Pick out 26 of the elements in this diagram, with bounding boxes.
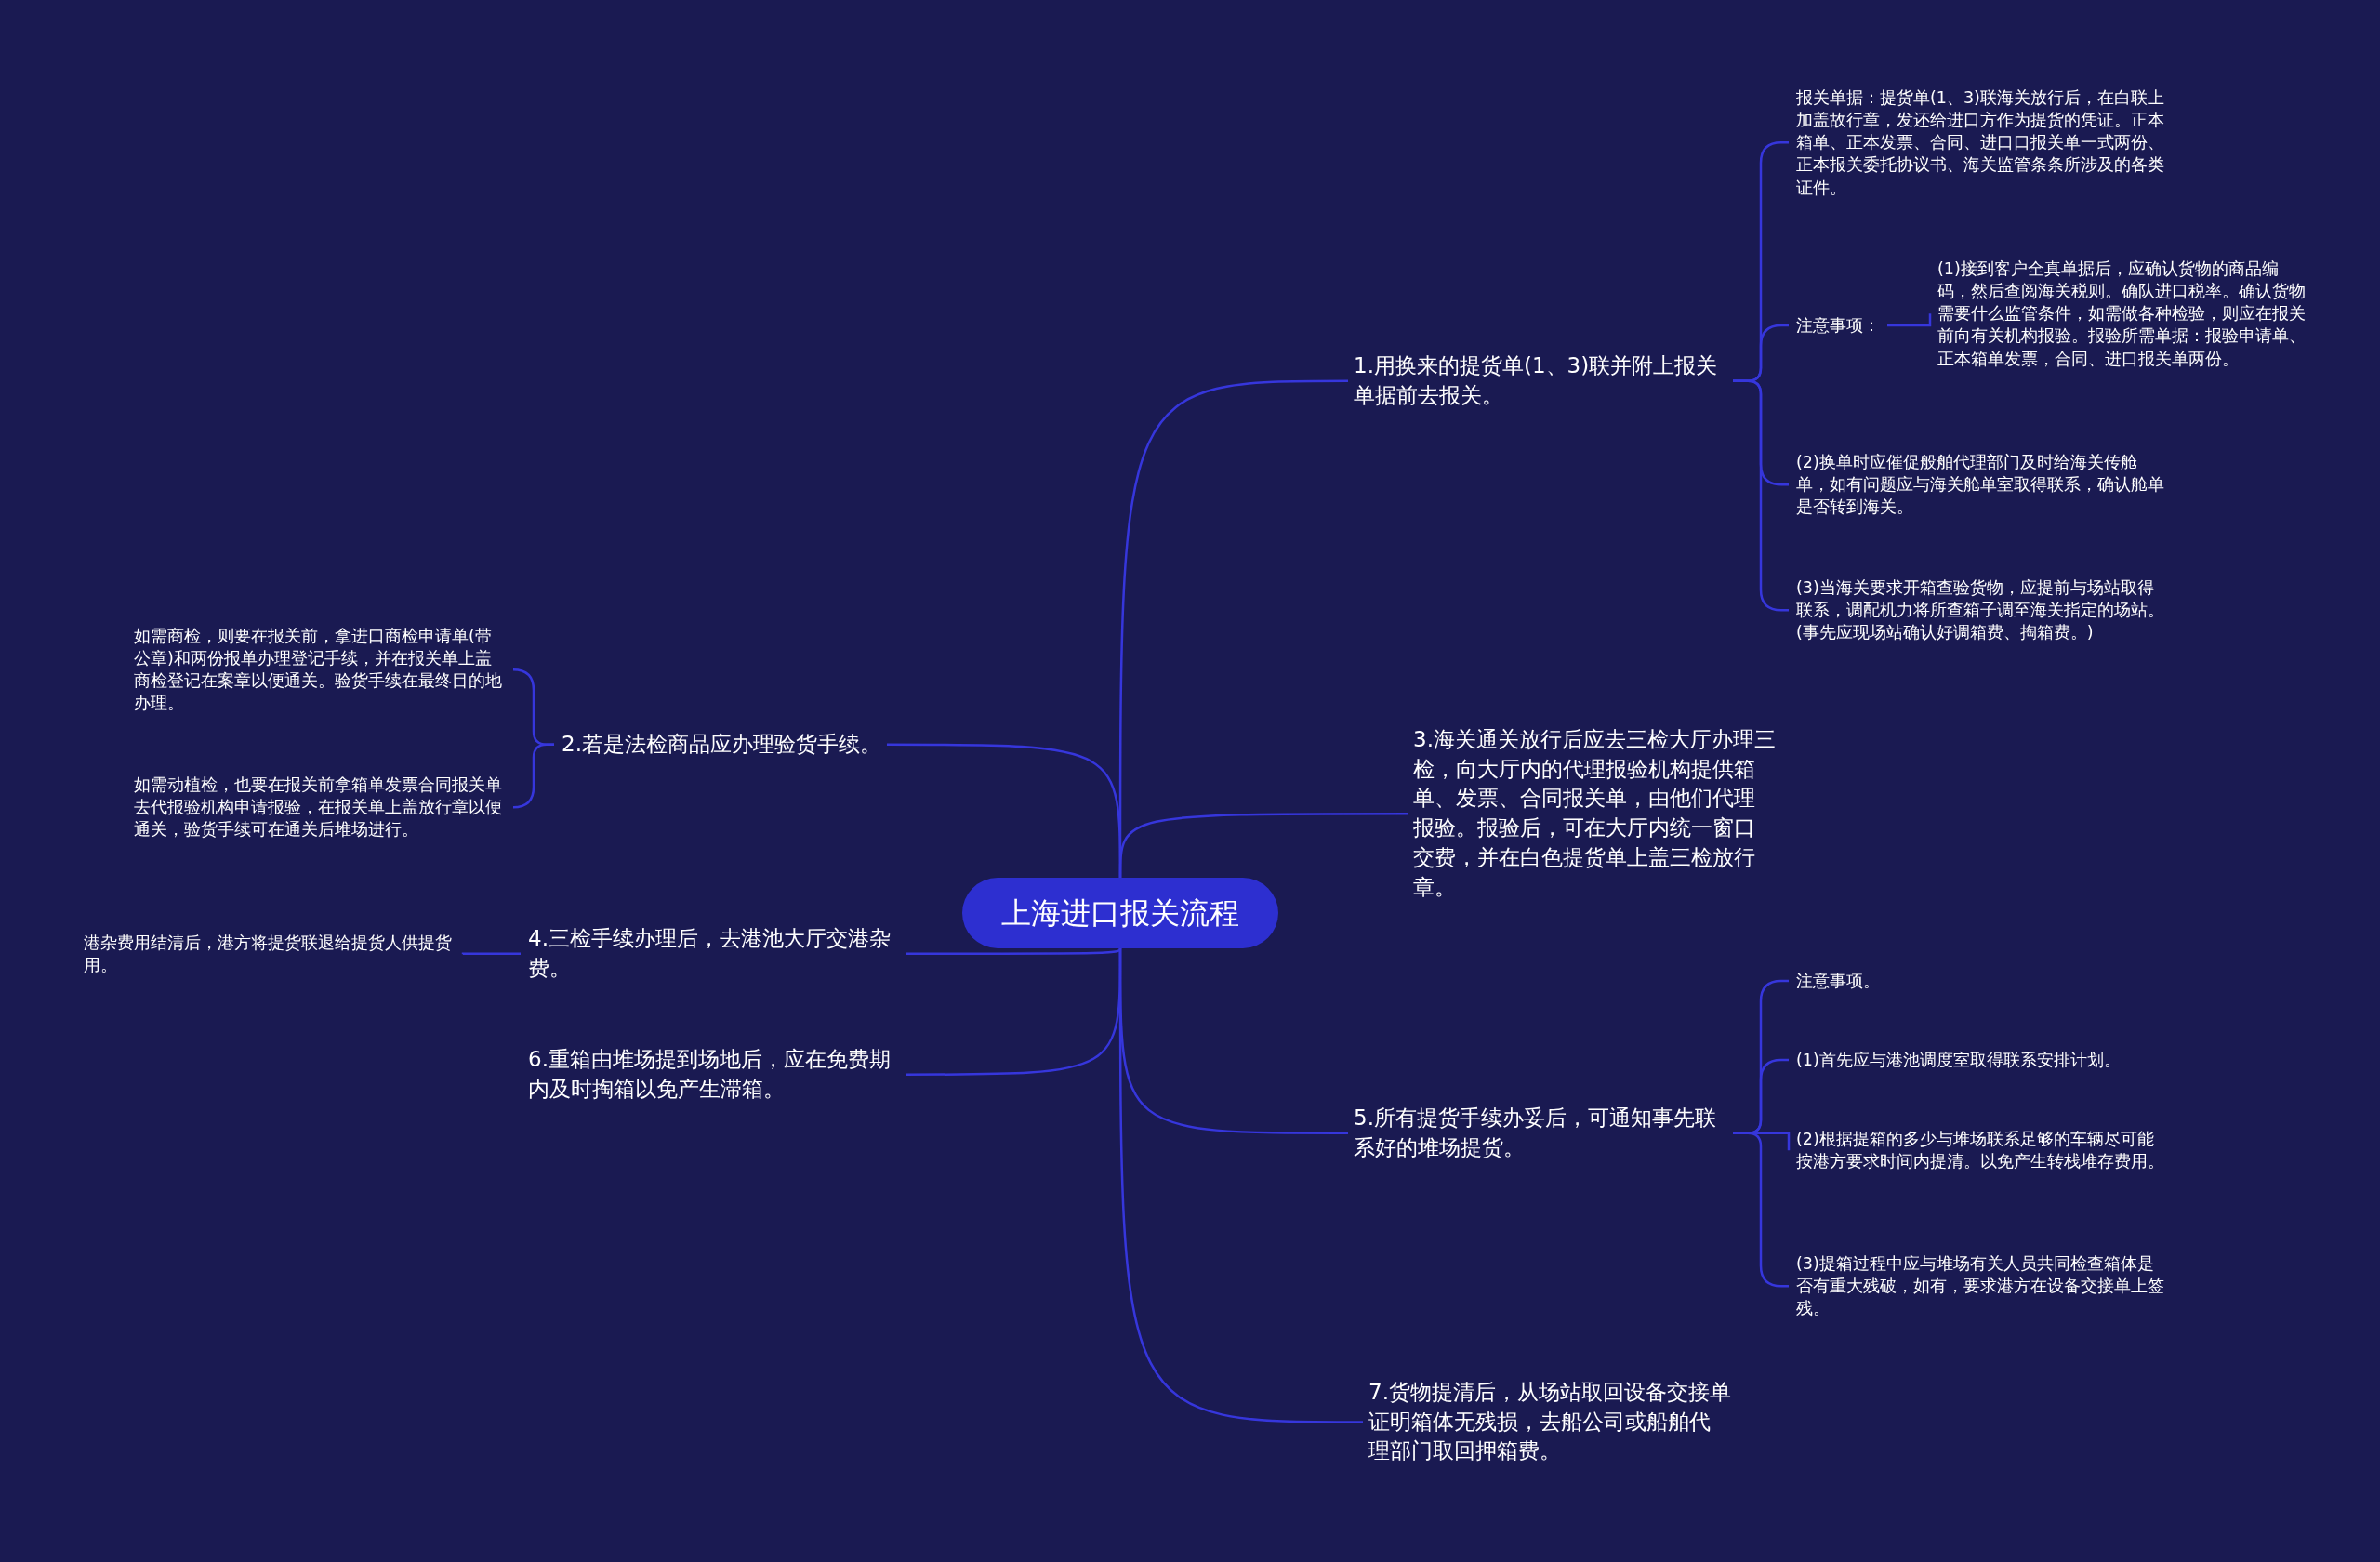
connector-line (1118, 948, 1363, 1423)
branch-topic-text: 1.用换来的提货单(1、3)联并附上报关单据前去报关。 (1354, 351, 1726, 411)
detail-note-text: 报关单据：提货单(1、3)联海关放行后，在白联上加盖故行章，发还给进口方作为提货的凭证。正本箱单、正本发票、合同、进口口报关单一式两份、正本报关委托协议书、海关监管条条所涉及的各类证件。 (1796, 86, 2168, 199)
branch-topic-text: 2.若是法检商品应办理验货手续。 (562, 730, 881, 760)
detail-note-text: (2)根据提箱的多少与堆场联系足够的车辆尽可能按港方要求时间内提清。以免产生转栈堆存费用。 (1796, 1128, 2168, 1173)
connector-line (461, 952, 521, 956)
branch-topic-text: 5.所有提货手续办妥后，可通知事先联系好的堆场提货。 (1354, 1104, 1726, 1163)
detail-note-text: (1)接到客户全真单据后，应确认货物的商品编码，然后查阅海关税则。确队进口税率。确认货物需要什么监管条件，如需做各种检验，则应在报关前向有关机构报验。报验所需单据：报验申请单、正本箱单发票，合同、进口报关单两份。 (1937, 258, 2309, 370)
detail-note-text: 港杂费用结清后，港方将提货联退给提货人供提货用。 (84, 932, 456, 977)
connector-line (1118, 812, 1408, 878)
detail-note-text: 注意事项。 (1796, 970, 1880, 993)
detail-note-text: (1)首先应与港池调度室取得联系安排计划。 (1796, 1049, 2121, 1072)
branch-topic-text: 7.货物提清后，从场站取回设备交接单证明箱体无残损，去船公司或船舶代理部门取回押箱费。 (1368, 1378, 1731, 1467)
detail-note-text: 如需商检，则要在报关前，拿进口商检申请单(带公章)和两份报单办理登记手续，并在报关单上盖商检登记在案章以便通关。验货手续在最终目的地办理。 (134, 625, 506, 715)
connector-line (511, 743, 554, 809)
connector-line (906, 947, 1122, 955)
central-topic-pill: 上海进口报关流程 (962, 878, 1278, 948)
connector-line (1887, 313, 1932, 327)
branch-topic-text: 6.重箱由堆场提到场地后，应在免费期内及时掏箱以免产生滞箱。 (528, 1045, 900, 1105)
detail-note-text: 注意事项： (1796, 314, 1880, 338)
detail-note-text: (3)提箱过程中应与堆场有关人员共同检查箱体是否有重大残破，如有，要求港方在设备交接单上签残。 (1796, 1252, 2168, 1320)
detail-note-text: (3)当海关要求开箱查验货物，应提前与场站取得联系，调配机力将所查箱子调至海关指定的场站。(事先应现场站确认好调箱费、掏箱费。) (1796, 576, 2168, 644)
detail-note-text: 如需动植检，也要在报关前拿箱单发票合同报关单去代报验机构申请报验，在报关单上盖放行章以便通关，验货手续可在通关后堆场进行。 (134, 774, 506, 841)
branch-topic-text: 3.海关通关放行后应去三检大厅办理三检，向大厅内的代理报验机构提供箱单、发票、合同报关单，由他们代理报验。报验后，可在大厅内统一窗口交费，并在白色提货单上盖三检放行章。 (1413, 725, 1776, 903)
detail-note-text: (2)换单时应催促般舶代理部门及时给海关传舱单，如有问题应与海关舱单室取得联系，确认舱单是否转到海关。 (1796, 451, 2168, 519)
branch-topic-text: 4.三检手续办理后，去港池大厅交港杂费。 (528, 924, 900, 984)
